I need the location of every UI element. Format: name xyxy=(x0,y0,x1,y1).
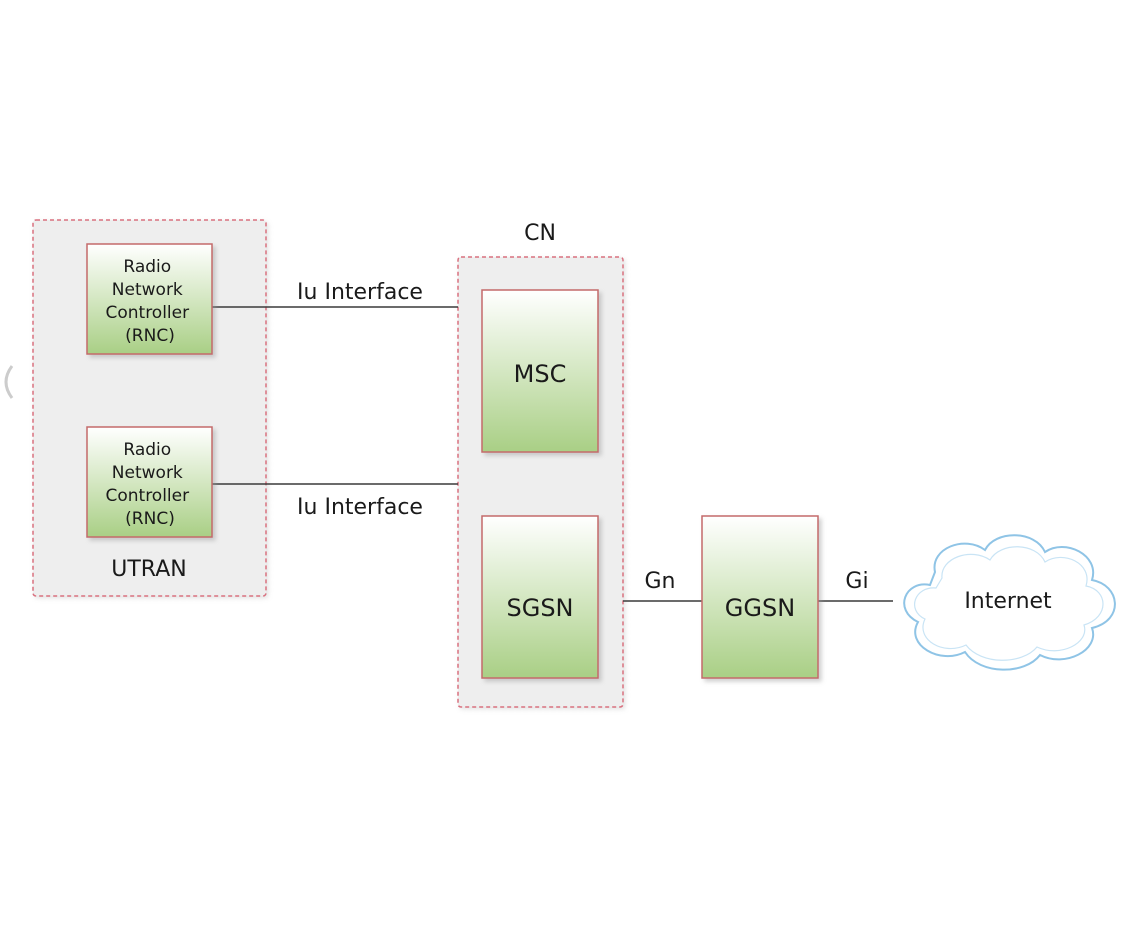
sgsn-box xyxy=(481,515,599,679)
cn-label: CN xyxy=(524,221,556,246)
cloud-inner-outline xyxy=(914,546,1104,661)
internet-cloud: Internet xyxy=(903,534,1116,671)
sgsn-label: SGSN xyxy=(506,594,573,622)
ggsn-node: GGSN xyxy=(701,515,819,679)
rnc-1-line-4: (RNC) xyxy=(125,326,175,346)
edge-arc-artifact xyxy=(4,365,14,399)
gn-label: Gn xyxy=(645,569,676,594)
gi-label: Gi xyxy=(845,569,868,594)
iu-interface-label-2: Iu Interface xyxy=(297,495,423,520)
cloud-icon xyxy=(903,534,1116,671)
svg-text:Radio Network Cont: Radio Network Controller (RNC) xyxy=(105,440,194,529)
iu-interface-label-1: Iu Interface xyxy=(297,280,423,305)
rnc-2-line-4: (RNC) xyxy=(125,509,175,529)
sgsn-node: SGSN xyxy=(481,515,599,679)
ggsn-label: GGSN xyxy=(725,594,795,622)
utran-label: UTRAN xyxy=(111,557,186,582)
msc-box xyxy=(481,289,599,453)
rnc-node-2: Radio Network Controller (RNC) xyxy=(86,426,213,538)
rnc-1-line-3: Controller xyxy=(105,303,189,323)
rnc-1-line-1: Radio xyxy=(123,257,171,277)
msc-label: MSC xyxy=(514,360,567,388)
rnc-2-line-2: Network xyxy=(112,463,183,483)
svg-text:Radio Network Cont: Radio Network Controller (RNC) xyxy=(105,257,194,346)
rnc-box-2 xyxy=(86,426,213,538)
ggsn-box xyxy=(701,515,819,679)
rnc-1-line-2: Network xyxy=(112,280,183,300)
rnc-box-1 xyxy=(86,243,213,355)
msc-node: MSC xyxy=(481,289,599,453)
internet-label: Internet xyxy=(964,589,1052,614)
rnc-2-line-1: Radio xyxy=(123,440,171,460)
rnc-2-line-3: Controller xyxy=(105,486,189,506)
rnc-node-1: Radio Network Controller (RNC) xyxy=(86,243,213,355)
